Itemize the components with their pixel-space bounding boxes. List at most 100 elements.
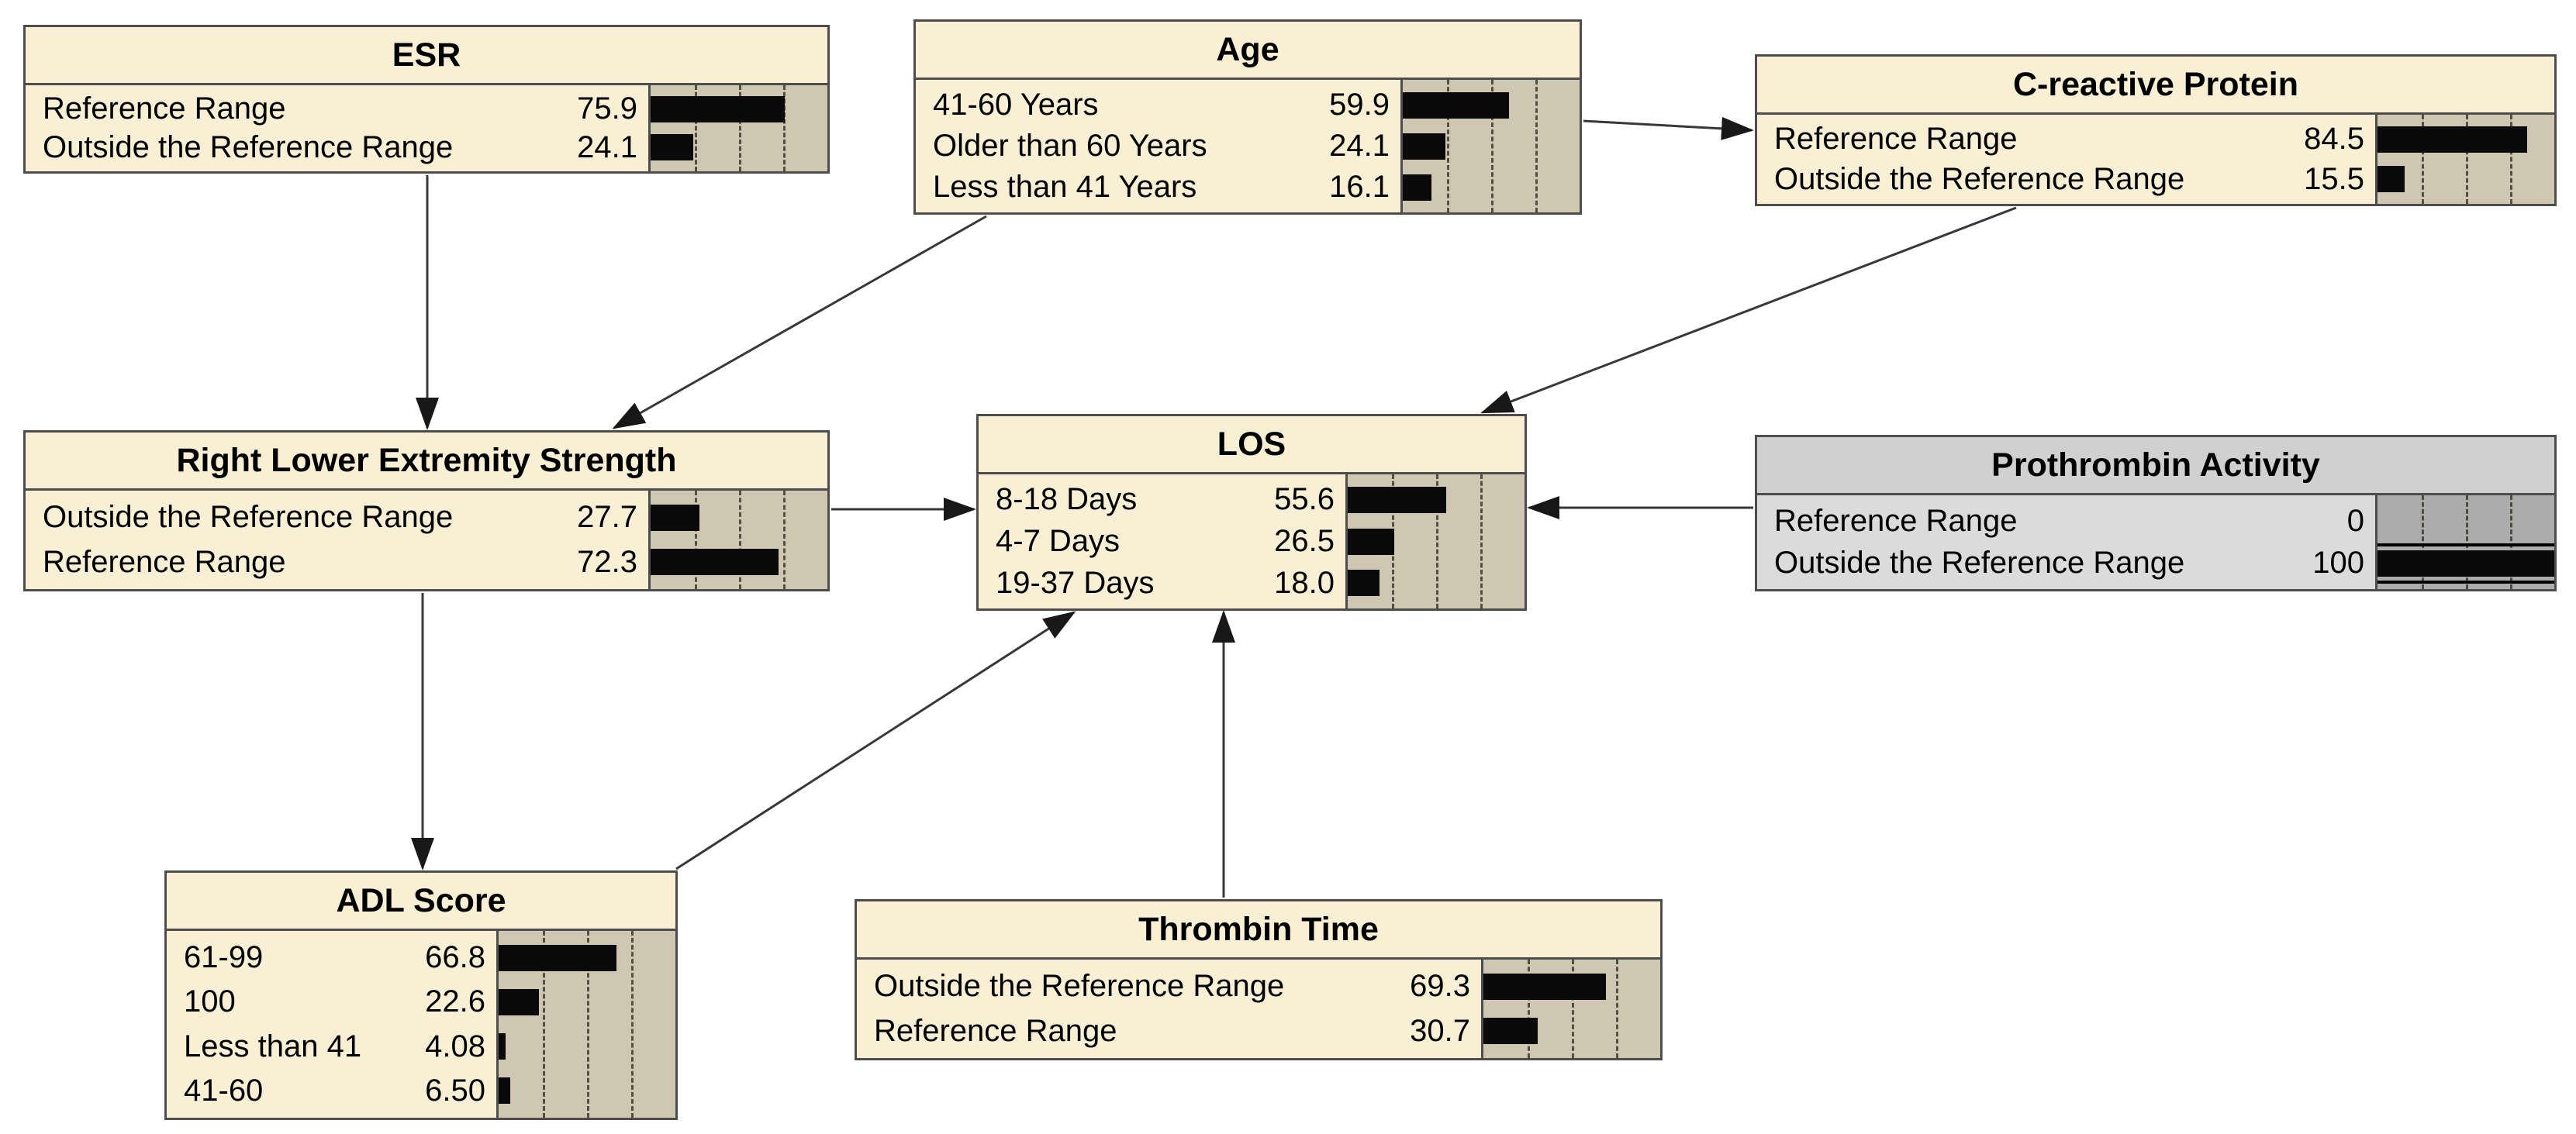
- state-probability: 26.5: [1274, 524, 1335, 558]
- state-label: Reference Range: [874, 1013, 1117, 1048]
- probability-bar: [499, 944, 617, 971]
- state-probability: 24.1: [577, 129, 637, 164]
- gridline: [2510, 495, 2512, 589]
- probability-bar: [1483, 1018, 1538, 1045]
- probability-bar: [1403, 133, 1445, 160]
- state-label: 4-7 Days: [996, 524, 1121, 558]
- probability-bar: [499, 1033, 506, 1060]
- state-probability: 72.3: [577, 544, 637, 579]
- state-label: Outside the Reference Range: [43, 500, 454, 535]
- bar-column: [651, 491, 827, 589]
- probability-bar: [651, 134, 693, 161]
- bar-row: [2377, 119, 2554, 160]
- probability-bar: [651, 549, 779, 576]
- bar-row: [1403, 167, 1580, 208]
- bar-chart-track: [2375, 495, 2554, 589]
- gridline: [543, 931, 545, 1118]
- gridline: [1616, 960, 1618, 1058]
- probability-bar: [1403, 174, 1431, 201]
- bar-chart-track: [2375, 115, 2554, 204]
- state-probability: 55.6: [1274, 482, 1335, 517]
- state-row[interactable]: Outside the Reference Range 15.5: [1757, 160, 2375, 200]
- bar-column: [2377, 495, 2554, 589]
- state-probability: 75.9: [577, 91, 637, 126]
- state-probability: 15.5: [2304, 161, 2364, 196]
- gridline: [2466, 495, 2468, 589]
- node-title: ESR: [26, 27, 827, 85]
- state-probability: 24.1: [1329, 129, 1390, 163]
- state-label: Outside the Reference Range: [1774, 161, 2185, 196]
- state-row[interactable]: 8-18 Days 55.6: [979, 479, 1345, 521]
- probability-bar: [651, 504, 700, 531]
- node-title: LOS: [979, 416, 1525, 474]
- state-row[interactable]: 4-7 Days 26.5: [979, 521, 1345, 563]
- bar-row: [1348, 479, 1525, 521]
- gridline: [631, 931, 634, 1118]
- edge-age-crp: [1583, 116, 1754, 140]
- probability-bar: [2377, 166, 2405, 193]
- bar-row: [651, 540, 827, 585]
- gridline: [1480, 474, 1483, 608]
- gridline: [1528, 960, 1530, 1058]
- node-title: Prothrombin Activity: [1757, 437, 2554, 495]
- probability-bar: [651, 95, 786, 122]
- gridline: [695, 85, 697, 171]
- gridline: [2422, 115, 2424, 204]
- gridline: [695, 491, 697, 589]
- edge-adl-los: [675, 611, 1076, 870]
- bar-row: [2377, 543, 2554, 585]
- state-row[interactable]: Reference Range 75.9: [26, 90, 648, 129]
- evidence-finding-bar: [2377, 543, 2554, 584]
- bar-row: [651, 129, 827, 167]
- state-row[interactable]: Reference Range 0: [1757, 500, 2375, 543]
- state-probability: 0: [2346, 503, 2364, 538]
- bar-column: [1483, 960, 1660, 1058]
- state-label: 61-99: [184, 940, 264, 975]
- probability-bar: [1348, 570, 1380, 597]
- state-label: 8-18 Days: [996, 482, 1138, 517]
- node-title: Right Lower Extremity Strength: [26, 433, 827, 491]
- state-probability: 30.7: [1410, 1013, 1470, 1048]
- gridline: [2510, 115, 2512, 204]
- state-label: Outside the Reference Range: [1774, 546, 2185, 581]
- state-label: Reference Range: [43, 91, 286, 126]
- state-row[interactable]: Older than 60 Years 24.1: [916, 126, 1400, 167]
- edge-age-rles: [612, 215, 987, 429]
- state-label: Less than 41: [184, 1029, 362, 1063]
- bar-row: [499, 980, 675, 1024]
- probability-bar: [2377, 550, 2554, 577]
- state-label: Reference Range: [1774, 503, 2018, 538]
- state-label: 100: [184, 984, 236, 1019]
- state-row[interactable]: Reference Range 30.7: [857, 1009, 1481, 1054]
- state-label: Older than 60 Years: [933, 129, 1207, 163]
- bar-row: [1483, 964, 1660, 1009]
- gridline: [783, 491, 786, 589]
